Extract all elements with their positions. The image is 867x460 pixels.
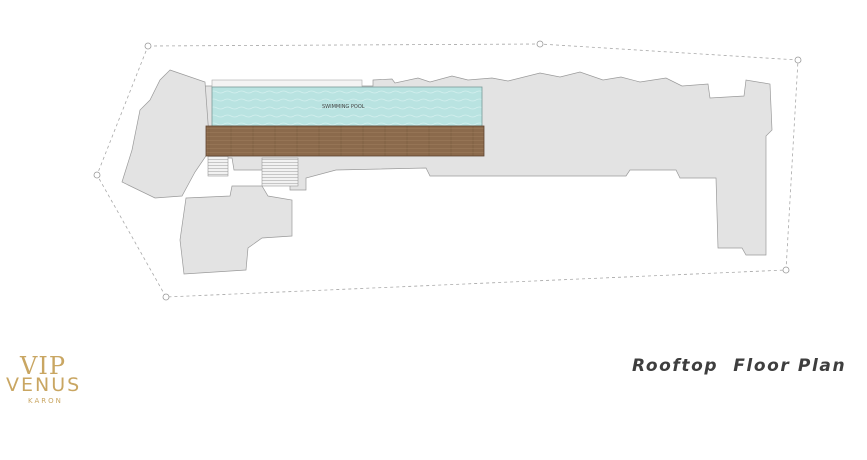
floor-plan-title: Rooftop Floor Plan [632,356,847,376]
boundary-marker [782,266,790,274]
logo-line-karon: KARON [28,397,63,405]
logo-line-vip: VIP [20,352,66,380]
swimming-pool [211,86,483,127]
northwest-wing [121,69,211,199]
logo-line-venus: VENUS [6,374,82,396]
boundary-marker [162,293,170,301]
boundary-marker [144,42,152,50]
boundary-markers [93,40,802,301]
boundary-marker [794,56,802,64]
swimming-pool-label: SWIMMING POOL [322,104,365,110]
boundary-marker [536,40,544,48]
boundary-marker [93,171,101,179]
vip-venus-karon-logo: VIP VENUS KARON [6,352,92,416]
stair-core-south [261,157,299,187]
wooden-deck [205,125,485,157]
southwest-wing [179,185,293,275]
